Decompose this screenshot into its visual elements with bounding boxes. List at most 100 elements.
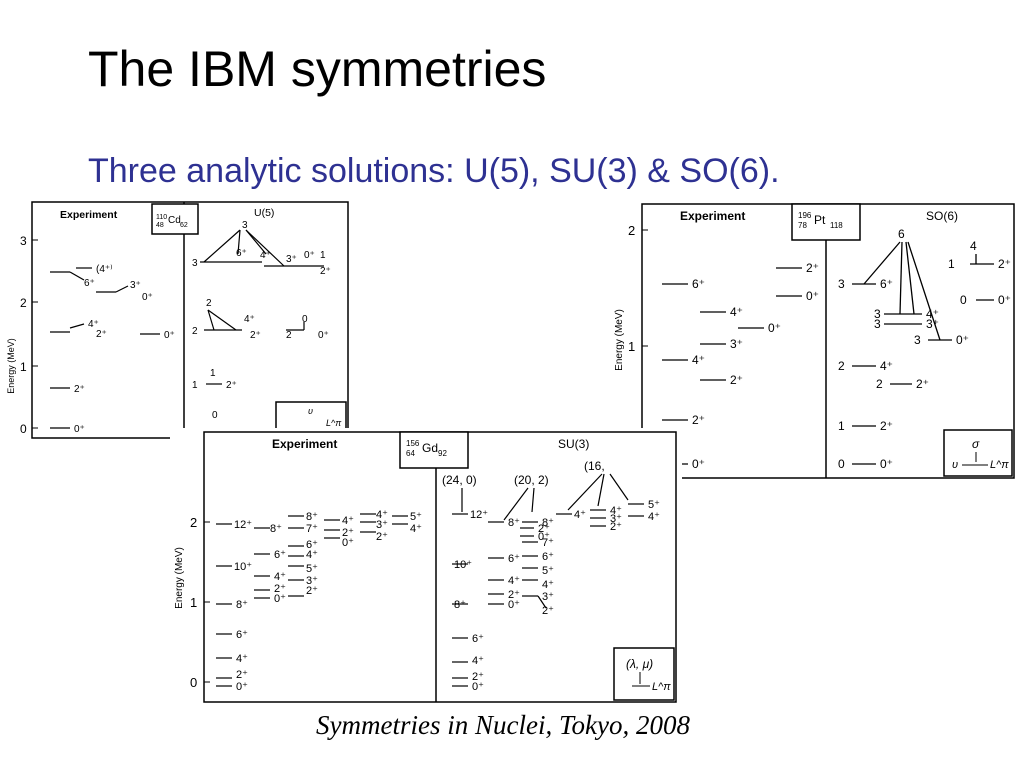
svg-text:2⁺: 2⁺	[542, 605, 554, 617]
svg-text:2⁺: 2⁺	[96, 329, 107, 340]
svg-text:0: 0	[302, 314, 308, 325]
svg-text:8⁺: 8⁺	[454, 599, 466, 611]
gd156-experiment-levels	[216, 513, 408, 687]
svg-text:4⁺: 4⁺	[610, 505, 622, 517]
svg-text:3⁺: 3⁺	[610, 513, 622, 525]
gd156-model-label: SU(3)	[558, 437, 589, 451]
svg-text:5⁺: 5⁺	[542, 565, 554, 577]
svg-text:4⁺: 4⁺	[692, 353, 705, 367]
svg-text:5⁺: 5⁺	[306, 563, 318, 575]
svg-text:4⁺: 4⁺	[730, 305, 743, 319]
svg-text:0⁺: 0⁺	[274, 593, 286, 605]
figure-cd110: 0 1 2 3 Energy (MeV) Experiment 110 48 C…	[4, 196, 360, 444]
svg-text:0⁺: 0⁺	[304, 250, 315, 261]
svg-text:1: 1	[948, 257, 955, 271]
svg-text:0⁺: 0⁺	[472, 681, 484, 693]
svg-text:4⁺: 4⁺	[236, 653, 248, 665]
svg-text:4: 4	[970, 239, 977, 253]
svg-text:0⁺: 0⁺	[998, 293, 1011, 307]
svg-text:0: 0	[838, 457, 845, 471]
svg-text:6⁺: 6⁺	[84, 278, 95, 289]
svg-text:6⁺: 6⁺	[692, 277, 705, 291]
svg-text:2⁺: 2⁺	[610, 521, 622, 533]
svg-text:2⁺: 2⁺	[692, 413, 705, 427]
svg-text:0⁺: 0⁺	[880, 457, 893, 471]
svg-text:2⁺: 2⁺	[508, 589, 520, 601]
pt196-level-scheme: 0 1 2 Energy (MeV) Experiment 196 78 Pt …	[614, 203, 1015, 479]
svg-text:8⁺: 8⁺	[270, 523, 282, 535]
svg-text:4⁺: 4⁺	[508, 575, 520, 587]
pt196-model-spins: 0 0⁺ 1 2⁺ 2 2⁺ 2 4⁺ 3 0⁺ 3 3 3⁺ 4⁺ 3 6⁺ …	[838, 227, 1011, 471]
svg-text:2⁺: 2⁺	[306, 585, 318, 597]
gd156-y-ticks: 0 1 2	[190, 515, 210, 690]
svg-text:2⁺: 2⁺	[342, 527, 354, 539]
svg-text:5⁺: 5⁺	[648, 499, 660, 511]
pt196-legend-lpi: L^π	[990, 459, 1009, 471]
svg-text:2: 2	[876, 377, 883, 391]
svg-text:0: 0	[960, 293, 967, 307]
svg-text:3⁺: 3⁺	[730, 337, 743, 351]
svg-text:L^π: L^π	[326, 418, 342, 428]
pt196-axis-label: Energy (MeV)	[614, 309, 625, 371]
figure-gd156: 0 1 2 Energy (MeV) Experiment 156 64 Gd …	[170, 428, 682, 710]
pt196-mass: 196	[798, 211, 812, 220]
gd156-experiment-spins: 0⁺ 2⁺ 4⁺ 6⁺ 8⁺ 10⁺ 12⁺ 0⁺ 2⁺ 4⁺ 6⁺ 8⁺ 2⁺…	[234, 509, 422, 693]
svg-text:2⁺: 2⁺	[730, 373, 743, 387]
gd156-mass: 156	[406, 439, 420, 448]
svg-text:0⁺: 0⁺	[956, 333, 969, 347]
svg-text:10⁺: 10⁺	[234, 561, 252, 573]
cd110-mass: 110	[156, 214, 167, 221]
gd156-tick-0: 0	[190, 675, 197, 690]
svg-text:0⁺: 0⁺	[768, 321, 781, 335]
cd110-tick-1: 1	[20, 360, 27, 374]
cd110-experiment-spins: 0⁺ 2⁺ 4⁺ 2⁺ 0⁺ (4⁺⁾ 6⁺ 3⁺ 0⁺	[74, 264, 175, 435]
svg-text:2⁺: 2⁺	[274, 583, 286, 595]
svg-text:3⁺: 3⁺	[376, 519, 388, 531]
svg-text:3⁺: 3⁺	[130, 280, 141, 291]
gd156-z: 64	[406, 449, 415, 458]
svg-text:0⁺: 0⁺	[236, 681, 248, 693]
pt196-legend-sigma: σ	[972, 437, 980, 451]
svg-text:3⁺: 3⁺	[286, 254, 297, 265]
svg-text:3: 3	[874, 307, 881, 321]
svg-text:4⁺: 4⁺	[306, 549, 318, 561]
svg-text:0: 0	[212, 410, 218, 421]
svg-text:4⁺: 4⁺	[542, 579, 554, 591]
cd110-n: 62	[180, 222, 188, 229]
slide-subtitle: Three analytic solutions: U(5), SU(3) & …	[88, 152, 780, 190]
svg-text:8⁺: 8⁺	[542, 517, 554, 529]
cd110-tick-2: 2	[20, 296, 27, 310]
svg-text:4⁺: 4⁺	[244, 314, 255, 325]
gd156-legend-lambda-mu: (λ, μ)	[626, 657, 653, 671]
svg-text:2⁺: 2⁺	[320, 266, 331, 277]
svg-text:8⁺: 8⁺	[306, 511, 318, 523]
svg-text:υ: υ	[308, 406, 313, 416]
svg-text:6⁺: 6⁺	[508, 553, 520, 565]
svg-text:2: 2	[192, 326, 198, 337]
gd156-legend-lpi: L^π	[652, 681, 671, 693]
svg-text:1: 1	[320, 250, 326, 261]
svg-text:6⁺: 6⁺	[306, 539, 318, 551]
gd156-irrep-16: (16,	[584, 459, 605, 473]
gd156-model-irreps: (24, 0) (20, 2) (16,	[442, 459, 605, 487]
svg-text:4⁺: 4⁺	[274, 571, 286, 583]
svg-text:4⁺: 4⁺	[472, 655, 484, 667]
svg-text:4⁺: 4⁺	[648, 511, 660, 523]
gd156-axis-label: Energy (MeV)	[174, 547, 185, 609]
gd156-model-spins: 0⁺ 2⁺ 4⁺ 6⁺ 8⁺ 10⁺ 12⁺ 0⁺ 2⁺ 4⁺ 6⁺ 8⁺ 3⁺…	[454, 499, 660, 693]
svg-text:0⁺: 0⁺	[806, 289, 819, 303]
svg-text:0⁺: 0⁺	[692, 457, 705, 471]
svg-text:3: 3	[914, 333, 921, 347]
pt196-experiment-spins: 0⁺ 2⁺ 4⁺ 2⁺ 3⁺ 0⁺ 4⁺ 6⁺ 0⁺ 2⁺	[692, 261, 819, 471]
pt196-symbol: Pt	[814, 213, 826, 227]
cd110-model-spins: 0 1 1 2⁺ 2 2 4⁺ 2⁺ 2 0 0⁺ 3 3 6⁺ 4⁺ 3⁺ 0…	[192, 220, 331, 421]
pt196-model-levels	[852, 241, 994, 465]
svg-text:0⁺: 0⁺	[342, 537, 354, 549]
pt196-model-label: SO(6)	[926, 209, 958, 223]
cd110-y-ticks: 0 1 2 3	[20, 234, 38, 436]
svg-text:6⁺: 6⁺	[274, 549, 286, 561]
svg-text:4⁺: 4⁺	[260, 250, 271, 261]
cd110-tick-3: 3	[20, 234, 27, 248]
cd110-level-scheme: 0 1 2 3 Energy (MeV) Experiment 110 48 C…	[6, 201, 349, 439]
pt196-z: 78	[798, 221, 807, 230]
